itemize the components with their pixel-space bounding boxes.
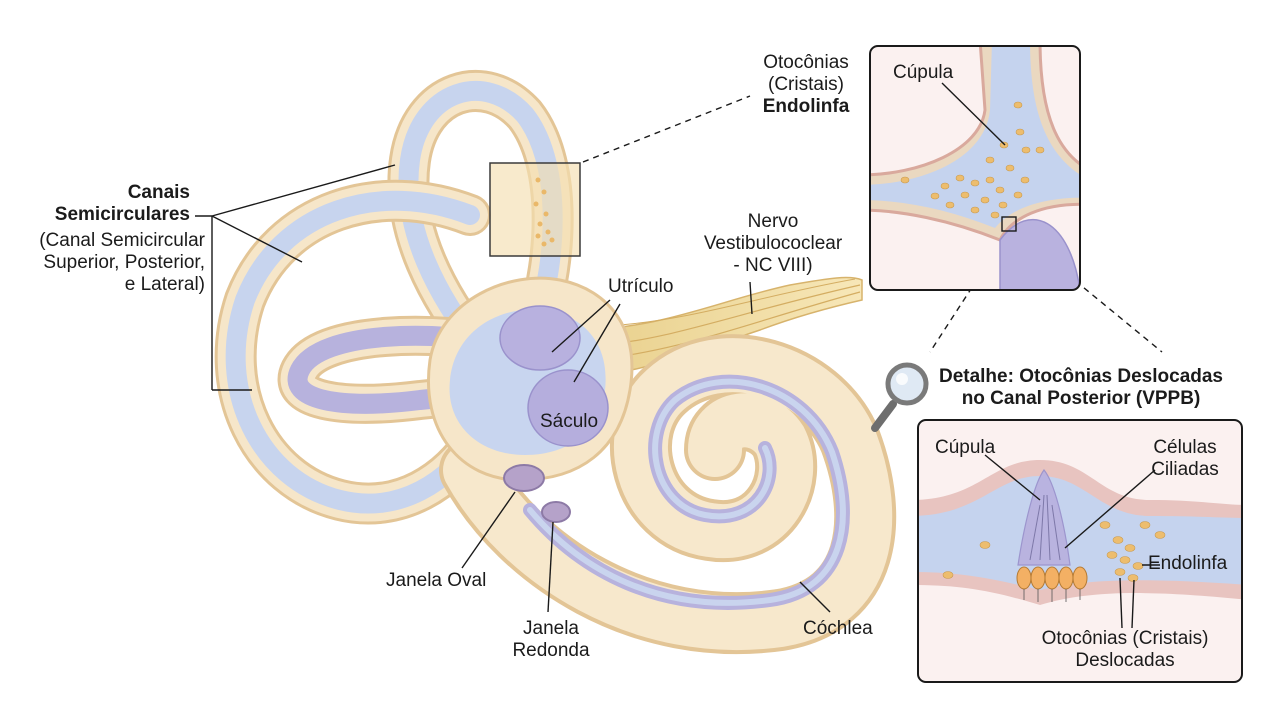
label-cupula-top: Cúpula <box>893 62 954 83</box>
label-janela-redonda: Janela Redonda <box>496 618 606 662</box>
round-window <box>541 501 571 523</box>
label-cupula-bottom: Cúpula <box>935 437 996 458</box>
label-canais-title-line2: Semicirculares <box>54 204 190 225</box>
label-nervo-line3: - NC VIII) <box>733 255 813 276</box>
label-canais-sub-line3: e Lateral) <box>124 274 205 295</box>
label-otoconias-bottom: Otocônias (Cristais) Deslocadas <box>1010 628 1240 672</box>
label-otoconias-top: Otocônias (Cristais) <box>742 52 870 96</box>
inset-detail-bottom <box>917 419 1243 683</box>
label-canais-sub: (Canal Semicircular Superior, Posterior,… <box>10 230 205 296</box>
label-utriculo: Utrículo <box>608 276 674 297</box>
inset-cupula-top <box>869 45 1081 291</box>
label-canais-sub-line1: (Canal Semicircular <box>39 230 205 251</box>
label-nervo-line1: Nervo <box>747 211 799 232</box>
label-detalhe-title-line2: no Canal Posterior (VPPB) <box>961 388 1201 409</box>
label-celulas-line2: Ciliadas <box>1151 459 1219 480</box>
oval-window <box>503 464 545 492</box>
utricle <box>499 305 581 371</box>
label-canais-sub-line2: Superior, Posterior, <box>43 252 205 273</box>
label-janela-redonda-line2: Redonda <box>512 640 590 661</box>
label-saculo: Sáculo <box>540 411 599 432</box>
label-nervo-line2: Vestibulococlear <box>703 233 843 254</box>
label-detalhe-title: Detalhe: Otocônias Deslocadas no Canal P… <box>925 366 1237 410</box>
vestibule <box>427 276 634 523</box>
label-janela-oval: Janela Oval <box>386 570 487 591</box>
label-otoconias-bottom-line2: Deslocadas <box>1075 650 1175 671</box>
otoconia-highlight-box <box>489 162 581 257</box>
label-endolinfa-bottom: Endolinfa <box>1148 553 1228 574</box>
label-otoconias-top-line1: Otocônias <box>763 52 849 73</box>
magnifier-icon <box>871 362 929 432</box>
label-celulas: Células Ciliadas <box>1135 437 1235 481</box>
saccule <box>527 369 609 447</box>
label-canais-title: Canais Semicirculares <box>40 182 190 226</box>
cochlea <box>439 334 897 655</box>
label-endolinfa-top: Endolinfa <box>762 96 850 117</box>
label-coclea: Cóchlea <box>803 618 873 639</box>
label-celulas-line1: Células <box>1153 437 1217 458</box>
label-detalhe-title-line1: Detalhe: Otocônias Deslocadas <box>938 366 1224 387</box>
label-nervo: Nervo Vestibulococlear - NC VIII) <box>688 211 858 277</box>
label-otoconias-top-line2: (Cristais) <box>768 74 844 95</box>
label-canais-title-line1: Canais <box>127 182 190 203</box>
label-otoconias-bottom-line1: Otocônias (Cristais) <box>1041 628 1209 649</box>
label-janela-redonda-line1: Janela <box>523 618 579 639</box>
